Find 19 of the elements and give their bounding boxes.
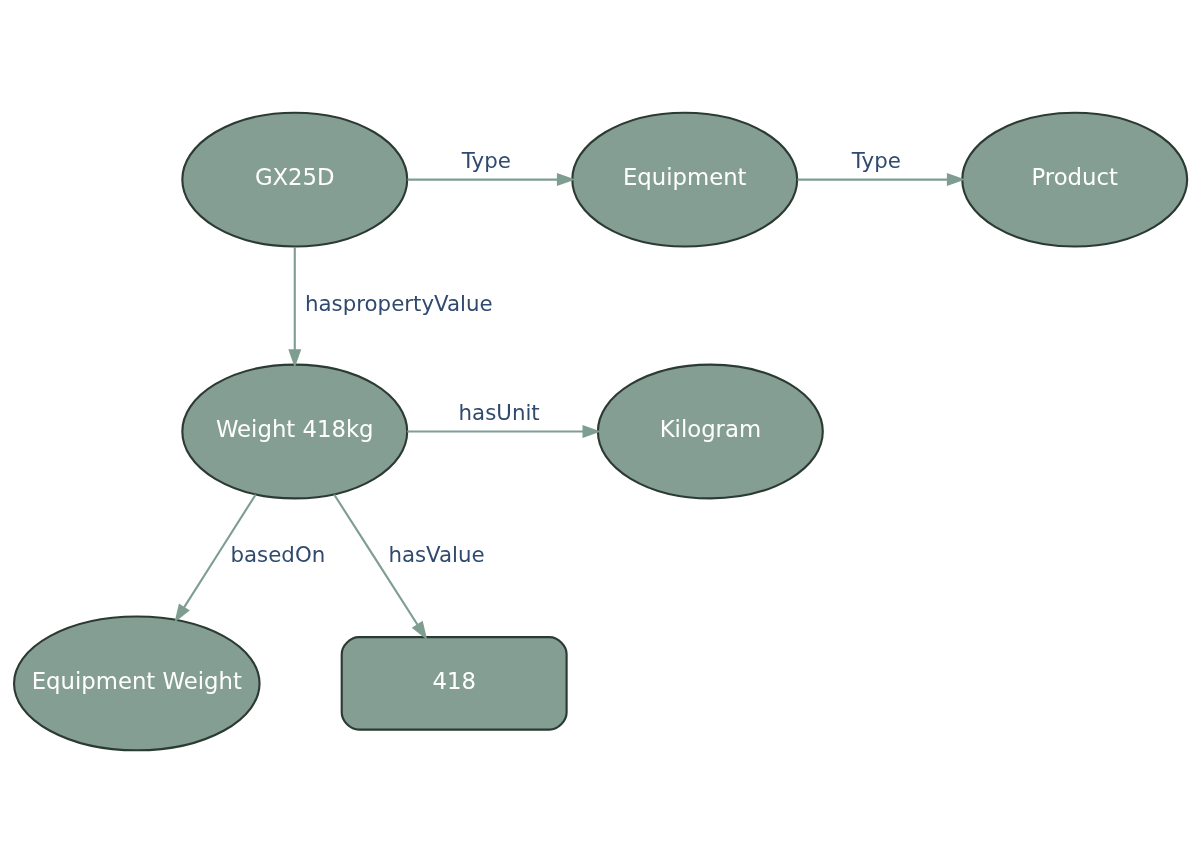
edge-label: Type <box>851 147 901 173</box>
edge-label: basedOn <box>230 541 326 567</box>
arrow <box>797 172 966 186</box>
node-ellipse: Equipment Weight <box>12 614 261 751</box>
node-ellipse: Weight 418kg <box>181 363 409 499</box>
edge-label: haspropertyValue <box>305 290 493 316</box>
edge-label: hasUnit <box>458 399 540 425</box>
edge-label: hasValue <box>388 541 485 567</box>
node-ellipse: Kilogram <box>596 363 824 499</box>
node-ellipse: Product <box>961 111 1189 248</box>
edge-label: Type <box>461 147 511 173</box>
arrow <box>288 246 302 368</box>
arrow <box>333 493 428 640</box>
arrow <box>174 493 257 623</box>
node-box: 418 <box>340 635 568 731</box>
node-ellipse: Equipment <box>571 111 799 248</box>
arrow <box>407 424 602 438</box>
node-ellipse: GX25D <box>181 111 409 248</box>
arrow <box>407 172 576 186</box>
